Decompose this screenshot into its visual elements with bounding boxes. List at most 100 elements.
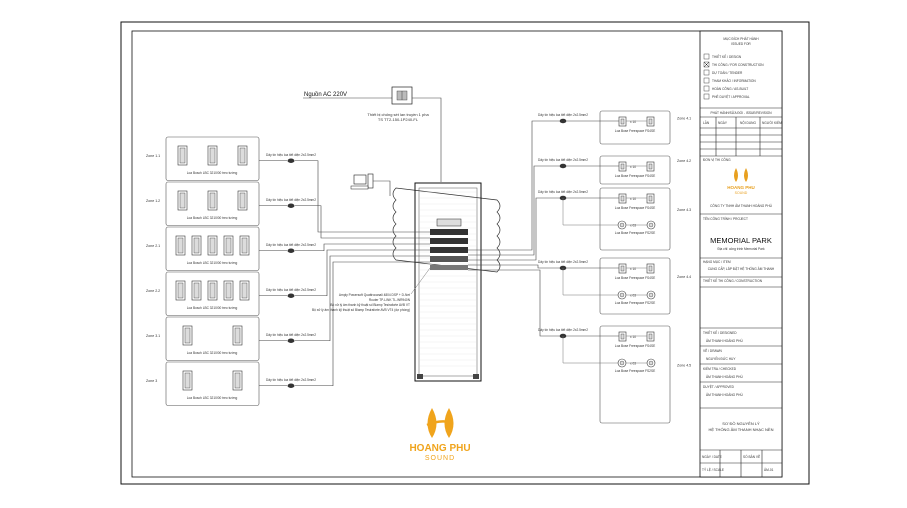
contractor-label: ĐƠN VỊ THI CÔNG xyxy=(703,157,731,162)
zone-box xyxy=(599,187,671,251)
zone-feed xyxy=(295,255,430,342)
junction-box-icon xyxy=(287,338,295,343)
zone-label: Zone 1.1 xyxy=(146,154,160,158)
zone-feed xyxy=(468,269,559,337)
svg-text:SOUND: SOUND xyxy=(735,191,748,195)
role-label: DUYỆT / APPROVED xyxy=(703,384,735,389)
sub-count: x 03 xyxy=(630,224,636,228)
zone-label: Zone 3.1 xyxy=(146,334,160,338)
speaker-icon xyxy=(232,370,243,391)
ceiling-speaker-icon xyxy=(618,331,627,342)
sub-wire xyxy=(562,198,618,226)
rack-note-4: Bộ xử lý âm thanh kỹ thuật số Biamp Tesi… xyxy=(312,308,410,312)
zone-caption: Loa Bose Freespace FS4SE xyxy=(615,276,655,280)
issue-option-label: THAM KHẢO / INFORMATION xyxy=(712,78,756,83)
sub-count: x 03 xyxy=(630,294,636,298)
zone-box xyxy=(599,155,671,185)
zone-label: Zone 4.3 xyxy=(677,208,691,212)
subwoofer-icon xyxy=(646,358,656,368)
issue-option: PHÊ DUYỆT / APPROVAL xyxy=(703,93,750,100)
speaker-icon xyxy=(177,190,188,211)
surge-protector xyxy=(391,86,413,105)
equipment-rack xyxy=(392,182,501,382)
ceiling-speaker-icon xyxy=(646,116,655,127)
speaker-icon xyxy=(237,145,248,166)
watermark-line-2: SOUND xyxy=(425,455,455,462)
speaker-count: x 10 xyxy=(630,165,636,169)
phase-value: THIẾT KẾ THI CÔNG / CONSTRUCTION xyxy=(703,278,763,283)
issue-header-1: MỤC ĐÍCH PHÁT HÀNH xyxy=(723,37,759,41)
issue-option: THIẾT KẾ / DESIGN xyxy=(703,53,742,60)
zone-feed xyxy=(468,264,559,269)
cable-note: Dây tín hiệu loa tiết diện 2x2.5mm2 xyxy=(538,190,588,194)
rev-col-header: NGÀY xyxy=(718,121,728,125)
checkbox-icon xyxy=(703,85,710,92)
scope-label: HẠNG MỤC / ITEM xyxy=(703,260,731,264)
speaker-icon xyxy=(175,235,186,256)
ceiling-speaker-icon xyxy=(646,193,655,204)
zone-label: Zone 4.1 xyxy=(677,117,691,121)
junction-box-icon xyxy=(559,163,567,169)
rev-col-header: NỘI DUNG xyxy=(740,120,756,125)
zone-feed xyxy=(295,249,430,297)
speaker-icon xyxy=(207,190,218,211)
scope-value: CUNG CẤP, LẮP ĐẶT HỆ THỐNG ÂM THANH xyxy=(708,266,775,271)
speaker-icon xyxy=(207,145,218,166)
role-name: ÂM THANH HOÀNG PHÚ xyxy=(706,392,743,397)
cable-note: Dây tín hiệu loa tiết diện 2x2.5mm2 xyxy=(538,328,588,332)
junction-box-icon xyxy=(287,248,295,253)
speaker-count: x 10 xyxy=(630,197,636,201)
speaker-icon xyxy=(191,280,202,301)
speaker-icon xyxy=(237,190,248,211)
zone-label: Zone 2.1 xyxy=(146,244,160,248)
footer-2: SỐ BẢN VẼ xyxy=(743,454,760,459)
issue-option: THI CÔNG / FOR CONSTRUCTION xyxy=(703,61,764,68)
ceiling-speaker-icon xyxy=(646,331,655,342)
subwoofer-icon xyxy=(646,290,656,300)
rev-col-header: LẦN xyxy=(703,121,710,125)
drawing-title-1: SƠ ĐỒ NGUYÊN LÝ xyxy=(722,421,760,426)
subwoofer-icon xyxy=(617,290,627,300)
speaker-icon xyxy=(207,235,218,256)
role-name: NGUYỄN ĐỨC HUY xyxy=(706,356,736,361)
issue-option: DỰ TOÁN / TENDER xyxy=(703,69,743,76)
ceiling-speaker-icon xyxy=(646,161,655,172)
checkbox-icon xyxy=(703,69,710,76)
subwoofer-icon xyxy=(617,220,627,230)
rev-col-header: NGƯỜI KIỂM xyxy=(762,120,782,125)
zone-box xyxy=(165,181,260,226)
title-block: MỤC ĐÍCH PHÁT HÀNH ISSUED FOR THIẾT KẾ /… xyxy=(699,30,783,478)
rack-note-3: Bộ xử lý âm thanh kỹ thuật số Biamp Tesi… xyxy=(330,303,410,307)
subwoofer-icon xyxy=(646,220,656,230)
speaker-count: x 10 xyxy=(630,120,636,124)
zone-feed xyxy=(468,165,559,256)
speaker-icon xyxy=(182,325,193,346)
sub-count: x 03 xyxy=(630,362,636,366)
speaker-icon xyxy=(207,280,218,301)
zone-box xyxy=(599,325,671,424)
speaker-icon xyxy=(177,145,188,166)
issue-option: THAM KHẢO / INFORMATION xyxy=(703,77,756,84)
checkbox-icon xyxy=(703,77,710,84)
computer-icon xyxy=(350,173,374,190)
company-name: CÔNG TY TNHH ÂM THANH HOÀNG PHÚ xyxy=(710,203,772,208)
speaker-count: x 10 xyxy=(630,335,636,339)
cable-note: Dây tín hiệu loa tiết diện 2x2.5mm2 xyxy=(538,260,588,264)
zone-label: Zone 1.2 xyxy=(146,199,160,203)
rack-note-leader xyxy=(410,267,431,295)
issue-header-2: ISSUED FOR xyxy=(731,42,751,46)
junction-box-icon xyxy=(287,203,295,208)
zone-feed xyxy=(295,243,430,252)
zone-feed xyxy=(295,261,430,387)
zone-feed xyxy=(295,205,430,239)
cable-note: Dây tín hiệu loa tiết diện 2x2.5mm2 xyxy=(538,158,588,162)
drawing-title-2: HỆ THỐNG ÂM THANH NHẠC NỀN xyxy=(709,427,774,432)
speaker-icon xyxy=(191,235,202,256)
project-label: TÊN CÔNG TRÌNH / PROJECT xyxy=(703,216,748,221)
